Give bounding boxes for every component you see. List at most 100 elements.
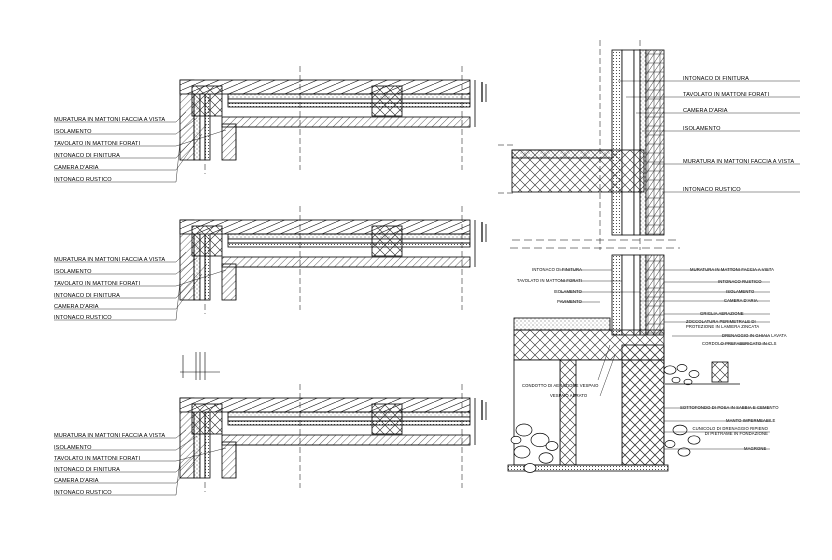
leader-line bbox=[597, 344, 611, 381]
label-tavolato: TAVOLATO IN MATTONI FORATI bbox=[54, 281, 141, 287]
label-camera-aria: CAMERA D'ARIA bbox=[54, 165, 99, 171]
mid-pillar bbox=[371, 85, 403, 117]
leader-line bbox=[175, 251, 187, 263]
leader-line bbox=[175, 441, 208, 473]
corner-pillar bbox=[191, 403, 223, 435]
stone bbox=[683, 378, 693, 386]
stone bbox=[664, 440, 676, 448]
leader-line bbox=[175, 111, 187, 123]
label-intonaco-finitura: INTONACO DI FINITURA bbox=[54, 153, 120, 159]
leader-line bbox=[175, 123, 208, 159]
air-gap-right bbox=[633, 49, 641, 236]
leader-line bbox=[175, 447, 227, 462]
stone bbox=[677, 447, 691, 457]
label-vespaio-aerato: VESPAIO AERATO bbox=[550, 393, 588, 398]
label-tavolato: TAVOLATO IN MATTONI FORATI bbox=[516, 278, 582, 283]
label-isolamento: ISOLAMENTO bbox=[54, 445, 92, 451]
leader-line bbox=[175, 129, 227, 147]
insulation-right bbox=[639, 49, 647, 236]
label-magrone: MAGRONE bbox=[744, 446, 767, 451]
label-muratura: MURATURA IN MATTONI FACCIA A VISTA bbox=[54, 433, 166, 439]
label-isolamento: ISOLAMENTO bbox=[683, 126, 721, 132]
render-horizontal bbox=[227, 242, 471, 248]
brick-wall-horizontal bbox=[179, 397, 471, 413]
precast-curb bbox=[711, 361, 729, 383]
insulation-horizontal bbox=[227, 233, 471, 240]
brick-facade-low bbox=[645, 254, 665, 336]
tavolato-vertical bbox=[621, 49, 635, 236]
stone bbox=[523, 463, 537, 473]
stone bbox=[672, 424, 688, 436]
inner-slab bbox=[221, 256, 471, 268]
stone bbox=[687, 435, 701, 445]
floor-screed bbox=[511, 149, 613, 159]
label-intonaco-finitura: INTONACO DI FINITURA bbox=[54, 467, 120, 473]
label-intonaco-finitura: INTONACO DI FINITURA bbox=[532, 267, 582, 272]
insulation-horizontal bbox=[227, 411, 471, 418]
label-condotto-aerazione: CONDOTTO DI AERAZIONE VESPAIO bbox=[522, 383, 599, 388]
label-muratura: MURATURA IN MATTONI FACCIA A VISTA bbox=[54, 257, 166, 263]
inner-wall-vertical bbox=[221, 263, 237, 301]
label-cordolo: CORDOLO PREFABBRICATO IN CLS bbox=[702, 341, 777, 346]
label-intonaco-finitura: INTONACO DI FINITURA bbox=[683, 76, 749, 82]
label-camera-aria: CAMERA D'ARIA bbox=[683, 108, 728, 114]
label-tavolato: TAVOLATO IN MATTONI FORATI bbox=[54, 141, 141, 147]
render-horizontal bbox=[227, 420, 471, 426]
leader-line bbox=[175, 117, 198, 135]
leader-line bbox=[175, 133, 203, 171]
mid-pillar bbox=[371, 403, 403, 435]
label-intonaco-rustico: INTONACO RUSTICO bbox=[54, 490, 112, 496]
label-isolamento: ISOLAMENTO bbox=[726, 289, 755, 294]
leader-line bbox=[175, 435, 198, 451]
stone bbox=[545, 441, 559, 451]
brick-wall-horizontal bbox=[179, 219, 471, 235]
label-muratura: MURATURA IN MATTONI FACCIA A VISTA bbox=[683, 159, 795, 165]
inner-wall-vertical bbox=[221, 123, 237, 161]
inner-slab bbox=[221, 116, 471, 128]
leader-line bbox=[175, 257, 198, 275]
stone bbox=[513, 445, 531, 459]
label-zoccolatura: ZOCCOLATURA PERIMETRALE DI PROTEZIONE IN… bbox=[686, 319, 760, 329]
corner-pillar bbox=[191, 225, 223, 257]
brick-wall-horizontal bbox=[179, 79, 471, 95]
label-intonaco-rustico: INTONACO RUSTICO bbox=[683, 187, 741, 193]
label-camera-aria: CAMERA D'ARIA bbox=[54, 478, 99, 484]
air-gap-horizontal bbox=[227, 238, 471, 244]
corner-pillar bbox=[191, 85, 223, 117]
label-intonaco-finitura: INTONACO DI FINITURA bbox=[54, 293, 120, 299]
floor-pavement bbox=[513, 317, 611, 331]
label-camera-aria: CAMERA D'ARIA bbox=[54, 304, 99, 310]
label-muratura: MURATURA IN MATTONI FACCIA A VISTA bbox=[690, 267, 775, 272]
tavolato-low bbox=[621, 254, 635, 336]
leader-line bbox=[175, 273, 203, 310]
stone bbox=[671, 376, 681, 384]
label-drenaggio: DRENAGGIO IN GHIAIA LAVATA bbox=[722, 333, 787, 338]
stone bbox=[515, 423, 533, 437]
stone bbox=[538, 452, 554, 464]
stone bbox=[676, 364, 688, 372]
label-sottofondo: SOTTOFONDO DI POSA IN SABBIA E CEMENTO bbox=[680, 405, 779, 410]
stone bbox=[663, 365, 677, 375]
leader-line bbox=[175, 281, 181, 321]
leader-lines bbox=[54, 80, 800, 496]
air-gap-low bbox=[633, 254, 641, 336]
magrone bbox=[507, 464, 669, 472]
air-gap-horizontal bbox=[227, 98, 471, 104]
leader-line bbox=[175, 429, 187, 439]
leader-line bbox=[599, 354, 616, 397]
section-geometry bbox=[179, 40, 740, 492]
inner-render bbox=[611, 49, 623, 236]
label-camera-aria: CAMERA D'ARIA bbox=[724, 298, 758, 303]
insulation-horizontal bbox=[227, 93, 471, 100]
leader-line bbox=[175, 459, 181, 496]
label-isolamento: ISOLAMENTO bbox=[54, 269, 92, 275]
leader-line bbox=[175, 141, 181, 183]
label-tavolato: TAVOLATO IN MATTONI FORATI bbox=[54, 456, 141, 462]
brick-facade bbox=[645, 49, 665, 236]
leader-line bbox=[175, 269, 227, 287]
stone bbox=[530, 432, 550, 448]
stone bbox=[510, 435, 522, 445]
label-intonaco-rustico: INTONACO RUSTICO bbox=[54, 315, 112, 321]
